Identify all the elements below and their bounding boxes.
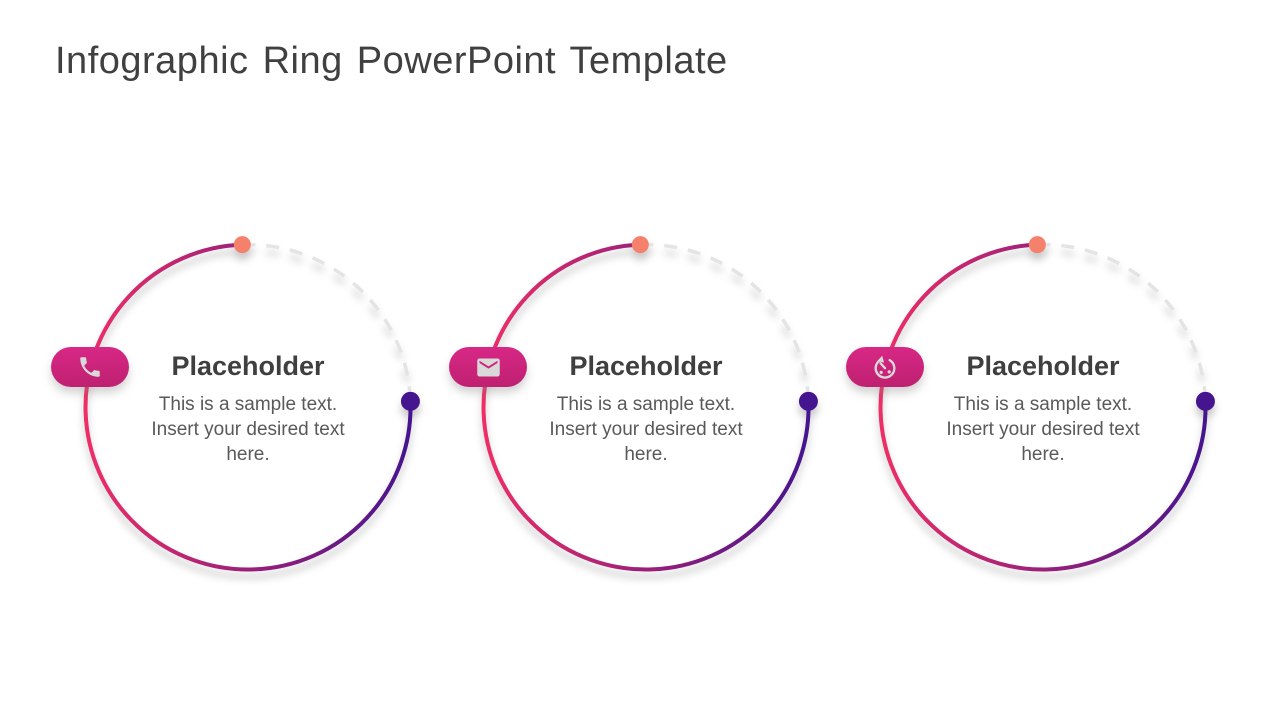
ring-body-line: This is a sample text. bbox=[953, 394, 1133, 415]
ring-text-block: Placeholder This is a sample text. Inser… bbox=[48, 352, 448, 467]
ring-body-line: here. bbox=[624, 444, 668, 465]
ring-dashed-arc bbox=[640, 242, 811, 402]
ring-svg bbox=[481, 236, 818, 572]
ring-group-3: Placeholder This is a sample text. Inser… bbox=[843, 207, 1243, 607]
phone-icon bbox=[80, 357, 100, 377]
ring-body-line: Insert your desired text bbox=[946, 419, 1140, 440]
ring-group-1: Placeholder This is a sample text. Inser… bbox=[48, 207, 448, 607]
ring-heading: Placeholder bbox=[171, 351, 325, 381]
ring-heading: Placeholder bbox=[966, 351, 1120, 381]
ring-solid-arc bbox=[83, 242, 413, 572]
icon-badge bbox=[449, 347, 527, 387]
ring-end-dot bbox=[400, 391, 420, 411]
ring-solid-arc bbox=[878, 242, 1208, 572]
ring-start-dot bbox=[631, 236, 649, 254]
ring-dashed-arc bbox=[1037, 242, 1208, 402]
ring-body-line: Insert your desired text bbox=[151, 419, 345, 440]
ring-start-dot bbox=[233, 236, 251, 254]
ring-text-block: Placeholder This is a sample text. Inser… bbox=[843, 352, 1243, 467]
ring-group-2: Placeholder This is a sample text. Inser… bbox=[446, 207, 846, 607]
ring-heading: Placeholder bbox=[569, 351, 723, 381]
ring-text-block: Placeholder This is a sample text. Inser… bbox=[446, 352, 846, 467]
ring-end-dot bbox=[1195, 391, 1215, 411]
icon-badge bbox=[51, 347, 129, 387]
ring-body: This is a sample text. Insert your desir… bbox=[48, 392, 448, 467]
ring-start-dot bbox=[1028, 236, 1046, 254]
ring-svg bbox=[878, 236, 1215, 572]
ring-body-line: This is a sample text. bbox=[158, 394, 338, 415]
ring-body-line: here. bbox=[1021, 444, 1065, 465]
mail-icon bbox=[476, 358, 500, 376]
ring-body-line: This is a sample text. bbox=[556, 394, 736, 415]
ring-body-line: here. bbox=[226, 444, 270, 465]
ring-solid-arc bbox=[481, 242, 811, 572]
ring-dashed-arc bbox=[242, 242, 413, 402]
slide-title: Infographic Ring PowerPoint Template bbox=[55, 40, 728, 82]
ring-end-dot bbox=[798, 391, 818, 411]
ring-body-line: Insert your desired text bbox=[549, 419, 743, 440]
timer-icon bbox=[874, 355, 896, 379]
ring-svg bbox=[83, 236, 420, 572]
ring-body: This is a sample text. Insert your desir… bbox=[843, 392, 1243, 467]
ring-body: This is a sample text. Insert your desir… bbox=[446, 392, 846, 467]
icon-badge bbox=[846, 347, 924, 387]
